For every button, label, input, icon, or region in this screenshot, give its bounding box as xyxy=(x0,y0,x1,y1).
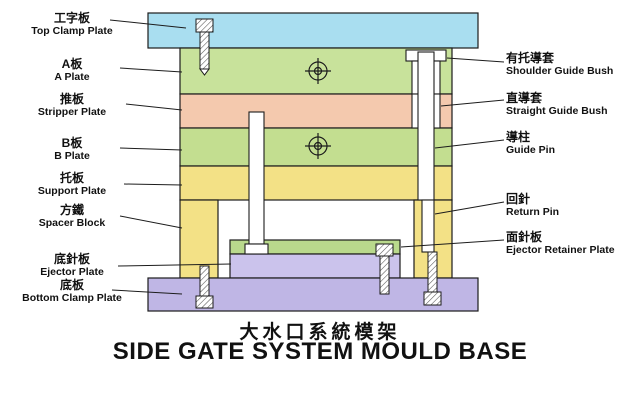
label-top-clamp-plate-en: Top Clamp Plate xyxy=(31,25,113,37)
ejector-plate-screw xyxy=(375,243,394,295)
hole-symbol-b-plate xyxy=(305,133,331,159)
label-a-plate-zh: A板 xyxy=(61,57,83,71)
diagram-title-chinese: 大水口系統模架 xyxy=(239,322,401,343)
screw-head xyxy=(423,291,442,306)
label-stripper-plate-zh: 推板 xyxy=(59,92,84,106)
leader-a-plate xyxy=(119,67,183,73)
support-plate xyxy=(179,165,453,201)
label-support-plate-zh: 托板 xyxy=(59,171,84,185)
leader-stripper-plate xyxy=(125,103,183,111)
label-top-clamp-plate: 工字板 Top Clamp Plate xyxy=(2,12,142,38)
ejector-plate xyxy=(229,253,401,279)
leader-return-pin xyxy=(434,201,505,215)
label-guide-pin: 導柱 Guide Pin xyxy=(506,131,640,157)
label-ejector-plate-en: Ejector Plate xyxy=(40,266,104,278)
leader-top-clamp-plate xyxy=(109,19,187,29)
return-pin xyxy=(421,199,435,253)
label-b-plate: B板 B Plate xyxy=(2,137,142,163)
label-spacer-block-zh: 方鐵 xyxy=(59,203,84,217)
leader-support-plate xyxy=(123,183,183,186)
label-shoulder-guide-bush-zh: 有托導套 xyxy=(506,51,555,65)
leader-ejector-plate xyxy=(117,263,232,267)
label-spacer-block: 方鐵 Spacer Block xyxy=(2,204,142,230)
spacer-block-left xyxy=(179,199,219,279)
label-stripper-plate: 推板 Stripper Plate xyxy=(2,93,142,119)
leader-lines xyxy=(109,19,505,295)
label-straight-guide-bush: 直導套 Straight Guide Bush xyxy=(506,92,640,118)
guide-pin xyxy=(417,51,435,201)
label-ejector-retainer-plate: 面針板 Ejector Retainer Plate xyxy=(506,231,640,257)
label-straight-guide-bush-en: Straight Guide Bush xyxy=(506,105,608,117)
leader-straight-guide-bush xyxy=(440,99,505,107)
label-straight-guide-bush-zh: 直導套 xyxy=(506,91,543,105)
screw-head xyxy=(195,295,214,309)
screw-shaft xyxy=(199,265,210,297)
top-left-cap-screw xyxy=(195,18,214,76)
label-guide-pin-en: Guide Pin xyxy=(506,144,556,156)
center-pin xyxy=(248,111,265,245)
label-shoulder-guide-bush: 有托導套 Shoulder Guide Bush xyxy=(506,52,640,78)
stripper-plate xyxy=(179,93,453,129)
label-stripper-plate-en: Stripper Plate xyxy=(37,106,107,118)
label-a-plate: A板 A Plate xyxy=(2,58,142,84)
screw-tip xyxy=(199,68,210,76)
hole-symbol-a-plate xyxy=(305,58,331,84)
screw-head xyxy=(195,18,214,33)
label-b-plate-zh: B板 xyxy=(61,136,83,150)
screw-head xyxy=(375,243,394,257)
b-plate xyxy=(179,127,453,167)
leader-ejector-retainer-plate xyxy=(400,239,505,248)
leader-spacer-block xyxy=(119,215,183,229)
label-a-plate-en: A Plate xyxy=(54,71,90,83)
diagram-title-english: SIDE GATE SYSTEM MOULD BASE xyxy=(112,338,528,365)
label-spacer-block-en: Spacer Block xyxy=(38,217,106,229)
center-pin-flange xyxy=(244,243,269,255)
label-ejector-plate-zh: 底針板 xyxy=(53,252,90,266)
bottom-right-cap-screw xyxy=(423,251,442,306)
screw-shaft xyxy=(199,31,210,70)
label-ejector-retainer-plate-zh: 面針板 xyxy=(506,230,543,244)
label-support-plate: 托板 Support Plate xyxy=(2,172,142,198)
label-bottom-clamp-plate-en: Bottom Clamp Plate xyxy=(22,292,122,304)
label-support-plate-en: Support Plate xyxy=(37,185,107,197)
label-return-pin-zh: 回針 xyxy=(506,192,531,206)
leader-guide-pin xyxy=(434,139,505,149)
bottom-left-cap-screw xyxy=(195,265,214,309)
screw-shaft xyxy=(379,255,390,295)
label-bottom-clamp-plate-zh: 底板 xyxy=(59,278,84,292)
label-ejector-retainer-plate-en: Ejector Retainer Plate xyxy=(506,244,615,256)
label-guide-pin-zh: 導柱 xyxy=(506,130,531,144)
label-return-pin: 回針 Return Pin xyxy=(506,193,640,219)
label-return-pin-en: Return Pin xyxy=(506,206,560,218)
label-shoulder-guide-bush-en: Shoulder Guide Bush xyxy=(506,65,614,77)
leader-bottom-clamp-plate xyxy=(111,289,183,295)
label-ejector-plate: 底針板 Ejector Plate xyxy=(2,253,142,279)
label-b-plate-en: B Plate xyxy=(54,150,90,162)
screw-shaft xyxy=(427,251,438,293)
label-bottom-clamp-plate: 底板 Bottom Clamp Plate xyxy=(2,279,142,305)
label-top-clamp-plate-zh: 工字板 xyxy=(53,11,90,25)
leader-shoulder-guide-bush xyxy=(446,57,505,63)
leader-b-plate xyxy=(119,147,183,151)
